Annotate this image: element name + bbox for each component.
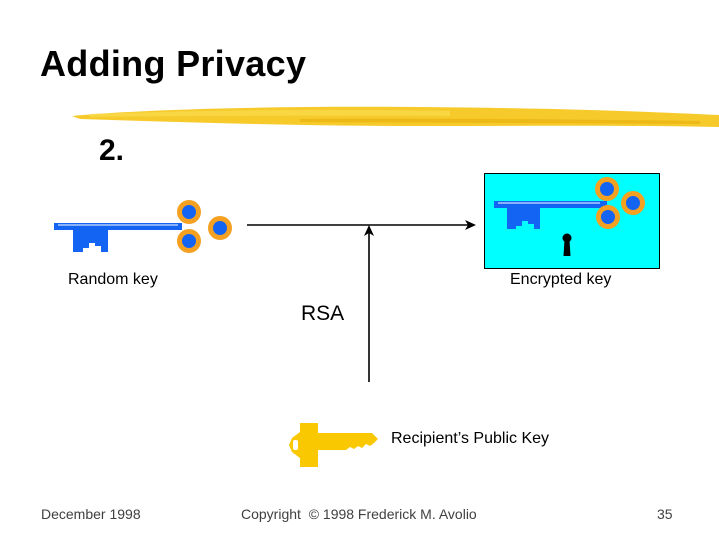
encrypted-key-label: Encrypted key: [510, 271, 612, 288]
footer-copyright: Copyright © 1998 Frederick M. Avolio: [241, 506, 477, 522]
random-key-label: Random key: [68, 271, 158, 288]
public-key-label: Recipient’s Public Key: [391, 430, 550, 447]
encrypted-key-box: [484, 173, 660, 269]
keyhole-icon: [562, 233, 572, 256]
encrypted-blue-key-icon: [494, 177, 645, 229]
flow-arrow-up: [364, 225, 374, 382]
public-key-icon: [289, 423, 378, 467]
rsa-label: RSA: [301, 302, 345, 325]
footer-date: December 1998: [41, 506, 141, 522]
step-number: 2.: [99, 134, 125, 167]
slide-title: Adding Privacy: [40, 43, 307, 84]
brush-stroke-divider: [72, 106, 719, 127]
flow-arrow-right: [247, 220, 476, 230]
random-key-icon: [54, 200, 232, 253]
page-number: 35: [657, 506, 673, 522]
